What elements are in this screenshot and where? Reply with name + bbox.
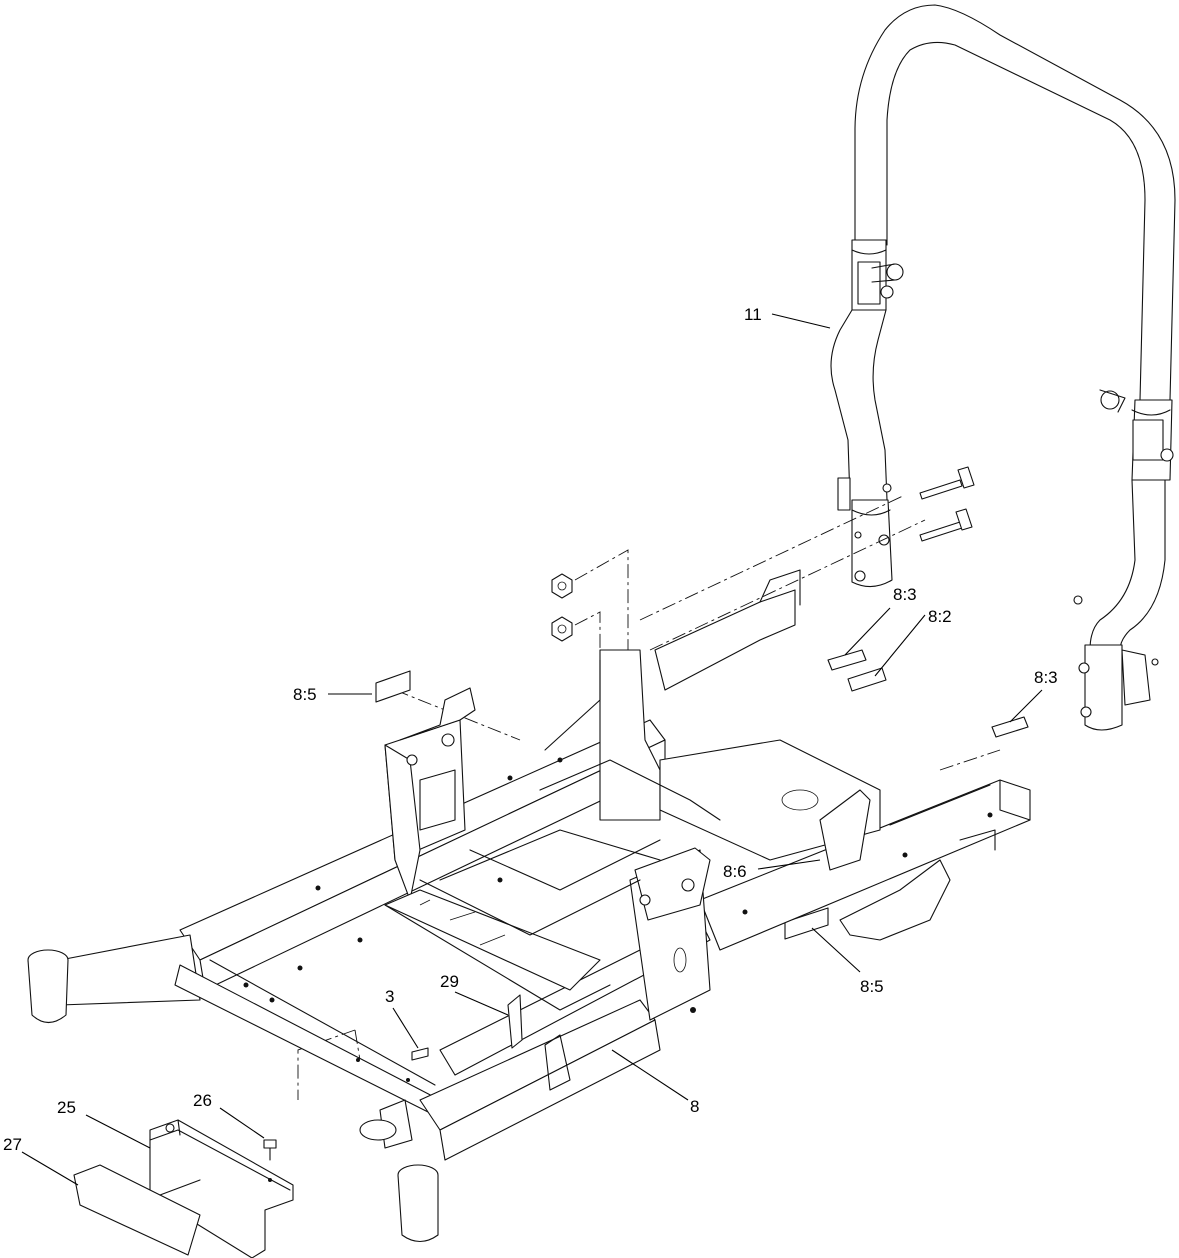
callout-8-5-right: 8:5 [811, 927, 884, 996]
callout-8-3-top: 8:3 [844, 585, 917, 656]
decals [375, 649, 1029, 940]
callout-8-5-left: 8:5 [293, 685, 372, 704]
bolt-26-part [263, 1139, 277, 1161]
callout-8-6: 8:6 [723, 859, 821, 881]
callout-26: 26 [193, 1091, 265, 1139]
callout-8-label: 8 [690, 1097, 699, 1116]
callout-3: 3 [385, 987, 419, 1049]
callout-8-2: 8:2 [874, 607, 952, 677]
callout-8: 8 [611, 1049, 699, 1116]
callout-29-label: 29 [440, 972, 459, 991]
callout-29: 29 [440, 972, 509, 1016]
callout-8-3-top-label: 8:3 [893, 585, 917, 604]
callout-3-label: 3 [385, 987, 394, 1006]
callout-27-label: 27 [3, 1135, 22, 1154]
callout-25-label: 25 [57, 1098, 76, 1117]
assembly-lines [297, 494, 1001, 1100]
main-frame-part [27, 569, 1031, 1243]
callout-8-6-label: 8:6 [723, 862, 747, 881]
shield-part [73, 1119, 294, 1258]
mounting-bolts [551, 466, 975, 642]
callout-26-label: 26 [193, 1091, 212, 1110]
callout-11: 11 [744, 305, 831, 329]
callout-27: 27 [3, 1135, 79, 1186]
callout-11-label: 11 [744, 305, 762, 324]
roll-bar-part [830, 4, 1176, 731]
callout-8-3-right: 8:3 [1009, 668, 1058, 723]
callout-25: 25 [57, 1098, 151, 1149]
callout-8-3-right-label: 8:3 [1034, 668, 1058, 687]
callout-8-2-label: 8:2 [928, 607, 952, 626]
callout-8-5-left-label: 8:5 [293, 685, 317, 704]
callout-8-5-right-label: 8:5 [860, 977, 884, 996]
